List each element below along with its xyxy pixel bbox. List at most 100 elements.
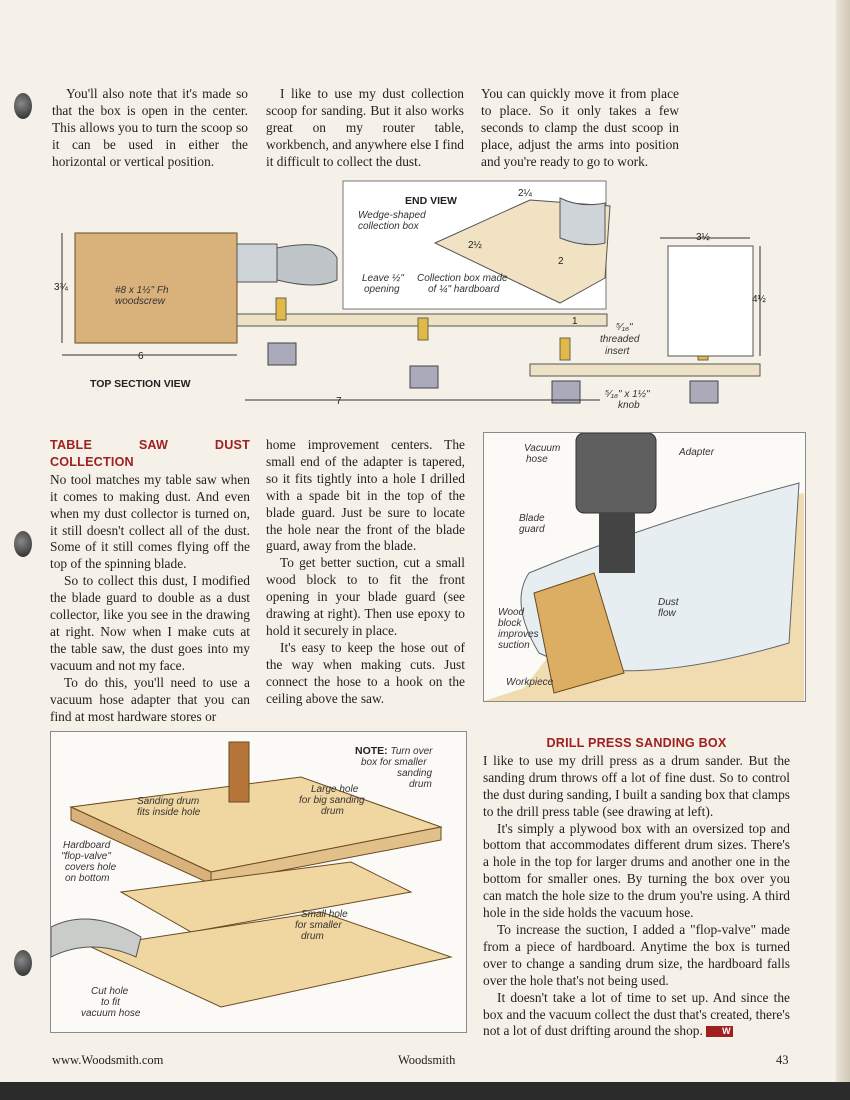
hose-stub bbox=[236, 243, 278, 283]
fig-label: Sanding drum bbox=[137, 796, 199, 807]
wedge-label: Wedge-shaped bbox=[358, 210, 426, 221]
dust-scoop-drawing: END VIEW Wedge-shaped collection box 2¼ … bbox=[54, 180, 767, 411]
knob-label: knob bbox=[618, 400, 640, 411]
footer-url: www.Woodsmith.com bbox=[52, 1053, 164, 1067]
insert bbox=[275, 297, 287, 321]
adapter-shape bbox=[575, 433, 657, 514]
paragraph: To increase the suction, I added a "flop… bbox=[483, 921, 790, 988]
dim: 7 bbox=[336, 396, 342, 407]
fig-label: drum bbox=[321, 806, 344, 817]
vacuum-hose bbox=[51, 918, 142, 958]
scan-border bbox=[0, 1082, 850, 1100]
adapter-neck bbox=[599, 513, 635, 573]
dim: 2¼ bbox=[518, 187, 533, 199]
fig-label: Large hole bbox=[311, 784, 359, 795]
insert-label: ⁵⁄₁₆" bbox=[616, 322, 633, 333]
wedge-label: collection box bbox=[358, 221, 420, 232]
intro-paragraph: You'll also note that it's made so that … bbox=[52, 86, 248, 169]
insert-label: threaded bbox=[600, 334, 640, 345]
arm bbox=[529, 363, 761, 377]
intro-paragraph: You can quickly move it from place to pl… bbox=[481, 86, 679, 169]
dim: 3¾ bbox=[54, 282, 69, 293]
fig-label: on bottom bbox=[65, 873, 109, 884]
dim: 2½ bbox=[468, 240, 483, 251]
drill-press-column: DRILL PRESS SANDING BOX I like to use my… bbox=[483, 735, 790, 1040]
knob bbox=[267, 342, 297, 366]
box-bottom bbox=[89, 911, 453, 1008]
fig-label: sanding bbox=[397, 768, 432, 779]
fig-label: drum bbox=[409, 779, 432, 790]
screw-label: #8 x 1½" Fh bbox=[115, 285, 169, 296]
fig-label: block bbox=[498, 618, 522, 629]
fig-label: guard bbox=[519, 524, 545, 535]
sanding-drum bbox=[228, 741, 250, 803]
blade-guard-figure: Vacuum hose Adapter Blade guard Wood blo… bbox=[483, 432, 806, 702]
fig-label: flow bbox=[658, 608, 677, 619]
knob bbox=[689, 380, 719, 404]
wood-block-shape bbox=[533, 572, 625, 694]
footer-magazine: Woodsmith bbox=[398, 1053, 456, 1067]
knob bbox=[551, 380, 581, 404]
fig-label: Dust bbox=[658, 597, 680, 608]
fig-label: "flop-valve" bbox=[61, 851, 111, 862]
fig-label: Hardboard bbox=[63, 840, 111, 851]
fig-label: Blade bbox=[519, 513, 545, 524]
fig-label: improves bbox=[498, 629, 539, 640]
intro-column-2: I like to use my dust collection scoop f… bbox=[266, 86, 464, 171]
fig-label: drum bbox=[301, 931, 324, 942]
mount-block bbox=[667, 245, 754, 357]
fig-label: to fit bbox=[101, 997, 121, 1008]
collection-label: Collection box made bbox=[417, 273, 508, 284]
dim: 6 bbox=[138, 351, 144, 362]
fig-label: suction bbox=[498, 640, 530, 651]
section-heading: TABLE SAW DUST COLLECTION bbox=[50, 438, 250, 469]
knob bbox=[409, 365, 439, 389]
punch-hole bbox=[14, 93, 32, 119]
fig-label: for big sanding bbox=[299, 795, 365, 806]
punch-hole bbox=[14, 950, 32, 976]
fig-label: NOTE: Turn over bbox=[355, 745, 433, 757]
fig-label: Wood bbox=[498, 607, 525, 618]
paragraph: So to collect this dust, I modified the … bbox=[50, 573, 250, 673]
fig-label: Cut hole bbox=[91, 986, 129, 997]
page-edge bbox=[836, 0, 850, 1100]
fig-label: Vacuum bbox=[524, 443, 560, 454]
collection-label: of ¼" hardboard bbox=[428, 283, 500, 295]
intro-column-1: You'll also note that it's made so that … bbox=[52, 86, 248, 171]
intro-paragraph: I like to use my dust collection scoop f… bbox=[266, 86, 464, 169]
paragraph: It doesn't take a lot of time to set up.… bbox=[483, 990, 790, 1041]
fig-label: box for smaller bbox=[361, 757, 427, 768]
end-view-title: END VIEW bbox=[405, 195, 457, 207]
fig-label: for smaller bbox=[295, 920, 342, 931]
dim: 3½ bbox=[696, 232, 711, 243]
screw-label: woodscrew bbox=[115, 296, 166, 307]
hose bbox=[276, 244, 338, 286]
fig-label: Small hole bbox=[301, 909, 348, 920]
leave-label: opening bbox=[364, 284, 400, 295]
dim: 4½ bbox=[752, 294, 767, 305]
section-heading: DRILL PRESS SANDING BOX bbox=[546, 736, 727, 750]
dim: 1 bbox=[572, 316, 578, 327]
paragraph: It's simply a plywood box with an oversi… bbox=[483, 820, 790, 921]
insert bbox=[559, 337, 571, 361]
box-body bbox=[119, 861, 413, 933]
end-view-hose bbox=[559, 197, 606, 246]
page-number: 43 bbox=[776, 1053, 789, 1067]
intro-column-3: You can quickly move it from place to pl… bbox=[481, 86, 679, 171]
table-saw-column-1: TABLE SAW DUST COLLECTION No tool matche… bbox=[50, 437, 250, 725]
fig-label: fits inside hole bbox=[137, 807, 201, 818]
punch-hole bbox=[14, 531, 32, 557]
scoop-block bbox=[74, 232, 238, 344]
paragraph: To do this, you'll need to use a vacuum … bbox=[50, 674, 250, 724]
fig-label: vacuum hose bbox=[81, 1008, 141, 1019]
knob-label: ⁵⁄₁₆" x 1½" bbox=[605, 389, 650, 400]
insert-label: insert bbox=[605, 346, 631, 357]
paragraph: It's easy to keep the hose out of the wa… bbox=[266, 639, 465, 706]
paragraph: To get better suction, cut a small wood … bbox=[266, 555, 465, 638]
leave-label: Leave ½" bbox=[362, 273, 404, 284]
paragraph: home improvement centers. The small end … bbox=[266, 437, 465, 554]
fig-label: Workpiece bbox=[506, 677, 554, 688]
paragraph: I like to use my drill press as a drum s… bbox=[483, 752, 790, 819]
paragraph: No tool matches my table saw when it com… bbox=[50, 471, 250, 572]
